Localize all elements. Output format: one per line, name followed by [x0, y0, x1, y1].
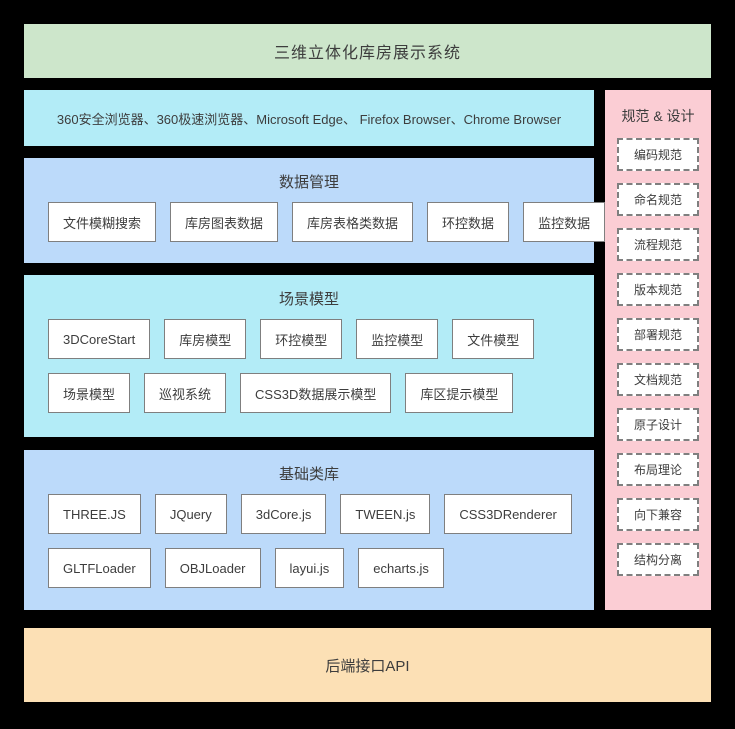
- card-item[interactable]: 3DCoreStart: [48, 319, 151, 359]
- card-row: THREE.JS JQuery 3dCore.js TWEEN.js CSS3D…: [24, 494, 594, 548]
- card-item[interactable]: 文件模糊搜索: [48, 202, 157, 242]
- card-item[interactable]: JQuery: [154, 494, 227, 534]
- sidebar-item-coding-standard[interactable]: 编码规范: [617, 138, 699, 171]
- card-item[interactable]: OBJLoader: [164, 548, 261, 588]
- sidebar-item-document-standard[interactable]: 文档规范: [617, 363, 699, 396]
- sidebar-item-structure-separation[interactable]: 结构分离: [617, 543, 699, 576]
- card-item[interactable]: 监控数据: [523, 202, 606, 242]
- sidebar-title: 规范 & 设计: [621, 108, 695, 124]
- sidebar-item-atomic-design[interactable]: 原子设计: [617, 408, 699, 441]
- sidebar-item-version-standard[interactable]: 版本规范: [617, 273, 699, 306]
- sidebar-item-naming-standard[interactable]: 命名规范: [617, 183, 699, 216]
- card-row: 场景模型 巡视系统 CSS3D数据展示模型 库区提示模型: [24, 373, 594, 427]
- card-item[interactable]: 环控模型: [260, 319, 343, 359]
- card-item[interactable]: CSS3DRenderer: [444, 494, 572, 534]
- sidebar-item-layout-theory[interactable]: 布局理论: [617, 453, 699, 486]
- card-row: GLTFLoader OBJLoader layui.js echarts.js: [24, 548, 594, 602]
- backend-api-block: 后端接口API: [24, 628, 711, 702]
- browser-support-text: 360安全浏览器、360极速浏览器、Microsoft Edge、 Firefo…: [56, 111, 562, 127]
- card-item[interactable]: CSS3D数据展示模型: [240, 373, 392, 413]
- browser-support-bar: 360安全浏览器、360极速浏览器、Microsoft Edge、 Firefo…: [24, 90, 594, 146]
- card-item[interactable]: 库房表格类数据: [292, 202, 414, 242]
- card-item[interactable]: 巡视系统: [144, 373, 227, 413]
- card-item[interactable]: GLTFLoader: [48, 548, 151, 588]
- layer-title-scene-model: 场景模型: [278, 291, 339, 308]
- card-item[interactable]: TWEEN.js: [340, 494, 431, 534]
- card-item[interactable]: echarts.js: [358, 548, 444, 588]
- card-item[interactable]: THREE.JS: [48, 494, 141, 534]
- system-title-banner: 三维立体化库房展示系统: [24, 24, 711, 78]
- sidebar-item-backward-compatible[interactable]: 向下兼容: [617, 498, 699, 531]
- standards-design-sidebar: 规范 & 设计 编码规范 命名规范 流程规范 版本规范 部署规范 文档规范 原子…: [605, 90, 711, 610]
- card-item[interactable]: 库房图表数据: [170, 202, 279, 242]
- sidebar-item-deploy-standard[interactable]: 部署规范: [617, 318, 699, 351]
- card-item[interactable]: 环控数据: [427, 202, 510, 242]
- layer-scene-model: 场景模型 3DCoreStart 库房模型 环控模型 监控模型 文件模型 场景模…: [24, 275, 594, 437]
- backend-api-text: 后端接口API: [325, 657, 410, 675]
- card-item[interactable]: 库房模型: [164, 319, 247, 359]
- card-item[interactable]: 库区提示模型: [405, 373, 514, 413]
- card-item[interactable]: 文件模型: [452, 319, 535, 359]
- card-item[interactable]: 3dCore.js: [240, 494, 327, 534]
- layer-title-base-library: 基础类库: [278, 466, 339, 483]
- card-item[interactable]: layui.js: [274, 548, 345, 588]
- card-row: 文件模糊搜索 库房图表数据 库房表格类数据 环控数据 监控数据: [24, 202, 606, 256]
- layer-title-data-management: 数据管理: [278, 174, 339, 191]
- card-row: 3DCoreStart 库房模型 环控模型 监控模型 文件模型: [24, 319, 594, 373]
- layer-base-library: 基础类库 THREE.JS JQuery 3dCore.js TWEEN.js …: [24, 450, 594, 610]
- card-item[interactable]: 监控模型: [356, 319, 439, 359]
- layer-data-management: 数据管理 文件模糊搜索 库房图表数据 库房表格类数据 环控数据 监控数据: [24, 158, 606, 263]
- sidebar-item-process-standard[interactable]: 流程规范: [617, 228, 699, 261]
- card-item[interactable]: 场景模型: [48, 373, 131, 413]
- system-title-text: 三维立体化库房展示系统: [273, 45, 461, 62]
